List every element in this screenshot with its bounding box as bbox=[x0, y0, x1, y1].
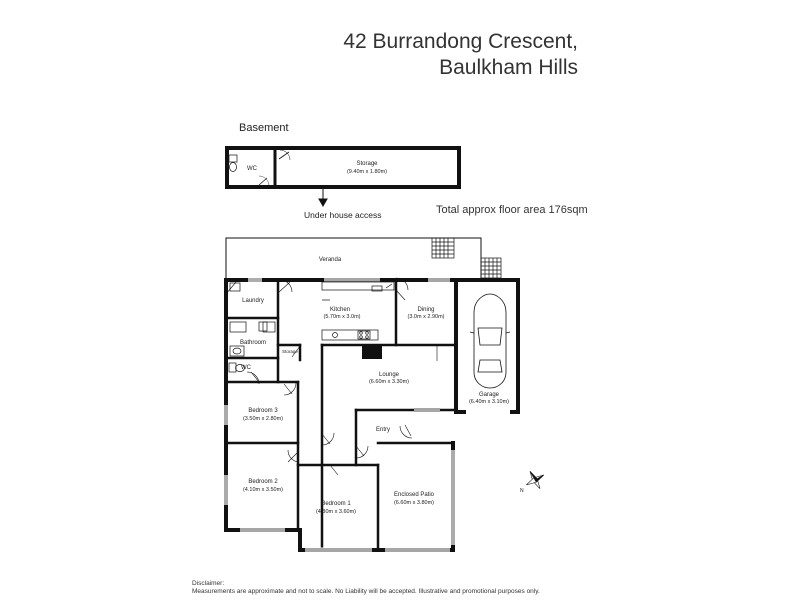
room-name-bedroom3: Bedroom 3 bbox=[248, 408, 278, 414]
room-dims-storage: (9.40m x 1.80m) bbox=[347, 169, 387, 175]
room-dims-garage: (6.40m x 3.10m) bbox=[469, 399, 509, 405]
room-dims-bedroom2: (4.10m x 3.50m) bbox=[243, 487, 283, 493]
under-house-access-label: Under house access bbox=[304, 210, 382, 220]
room-dims-bedroom3: (3.50m x 2.80m) bbox=[243, 416, 283, 422]
room-labels: WC Storage (9.40m x 1.80m) Veranda Laund… bbox=[240, 161, 509, 515]
room-name-garage: Garage bbox=[479, 392, 500, 398]
disclaimer: Disclaimer: Measurements are approximate… bbox=[192, 580, 540, 596]
disclaimer-text: Measurements are approximate and not to … bbox=[192, 588, 540, 595]
room-name-wc-basement: WC bbox=[247, 166, 258, 172]
room-dims-lounge: (6.60m x 3.30m) bbox=[369, 379, 409, 385]
disclaimer-heading: Disclaimer: bbox=[192, 580, 225, 587]
room-dims-dining: (3.0m x 2.90m) bbox=[408, 314, 445, 320]
room-name-lounge: Lounge bbox=[379, 372, 400, 378]
compass-letter: N bbox=[520, 488, 524, 494]
car-icon bbox=[469, 293, 511, 389]
room-dims-kitchen: (5.70m x 3.0m) bbox=[324, 314, 361, 320]
address-line-1: 42 Burrandong Crescent, bbox=[343, 30, 578, 53]
room-name-bedroom2: Bedroom 2 bbox=[248, 479, 278, 485]
room-name-kitchen: Kitchen bbox=[330, 307, 350, 313]
main-floor-plan bbox=[223, 237, 520, 553]
room-dims-bedroom1: (4.30m x 3.60m) bbox=[316, 509, 356, 515]
room-name-bedroom1: Bedroom 1 bbox=[321, 501, 351, 507]
total-floor-area: Total approx floor area 176sqm bbox=[436, 204, 588, 216]
room-name-veranda: Veranda bbox=[319, 257, 342, 263]
room-name-entry: Entry bbox=[376, 427, 390, 433]
room-name-storage-small: Storage bbox=[282, 349, 298, 354]
room-dims-enclosed-patio: (6.60m x 3.80m) bbox=[394, 500, 434, 506]
access-arrow bbox=[318, 188, 328, 208]
address-line-2: Baulkham Hills bbox=[439, 56, 578, 79]
room-name-enclosed-patio: Enclosed Patio bbox=[394, 492, 435, 498]
room-name-laundry: Laundry bbox=[242, 298, 264, 304]
room-name-bathroom: Bathroom bbox=[240, 340, 266, 346]
room-name-dining: Dining bbox=[417, 307, 434, 313]
room-name-wc: WC bbox=[241, 365, 252, 371]
basement-plan bbox=[225, 146, 461, 189]
basement-heading: Basement bbox=[239, 122, 289, 134]
room-name-storage: Storage bbox=[356, 161, 378, 167]
compass-icon bbox=[526, 471, 544, 489]
